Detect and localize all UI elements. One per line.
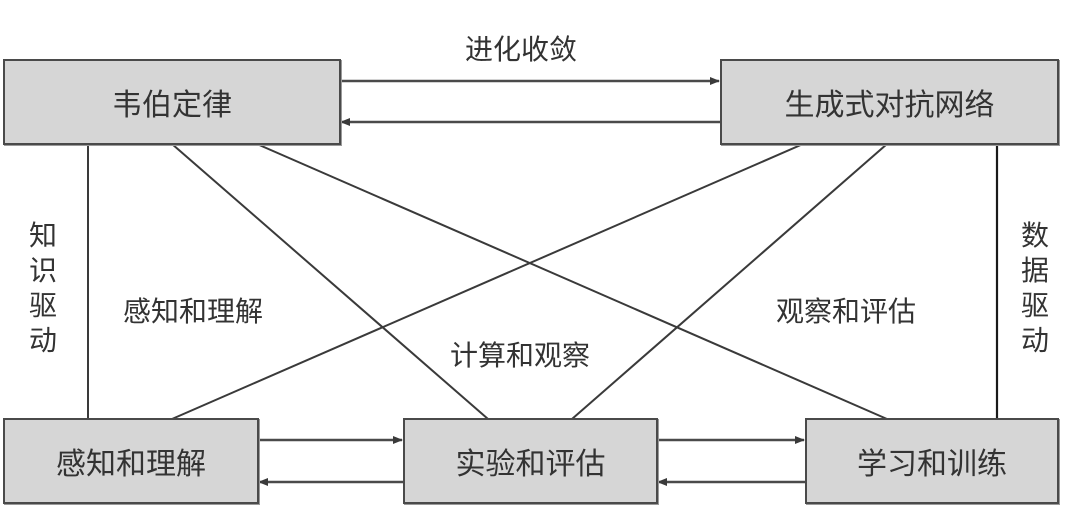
line-weber-learning: [256, 143, 888, 420]
node-label: 学习和训练: [857, 447, 1007, 482]
node-label: 感知和理解: [56, 447, 206, 482]
label-observe-evaluate: 观察和评估: [776, 295, 917, 328]
label-knowledge-driven: 知识驱动: [28, 219, 57, 357]
label-evolution-convergence: 进化收敛: [465, 33, 578, 66]
node-gan: 生成式对抗网络: [720, 59, 1059, 145]
node-label: 生成式对抗网络: [784, 88, 995, 123]
node-learning: 学习和训练: [805, 418, 1059, 504]
label-data-driven: 数据驱动: [1020, 219, 1049, 357]
node-label: 韦伯定律: [112, 88, 232, 123]
line-gan-perception: [171, 143, 804, 420]
node-label: 实验和评估: [455, 447, 606, 482]
node-weber-law: 韦伯定律: [3, 59, 341, 145]
label-compute-observe: 计算和观察: [450, 339, 591, 372]
node-perception: 感知和理解: [3, 418, 259, 504]
label-perception-understanding: 感知和理解: [123, 295, 264, 328]
line-weber-experiment: [171, 143, 489, 420]
line-gan-experiment: [571, 143, 888, 420]
node-experiment: 实验和评估: [403, 418, 658, 504]
